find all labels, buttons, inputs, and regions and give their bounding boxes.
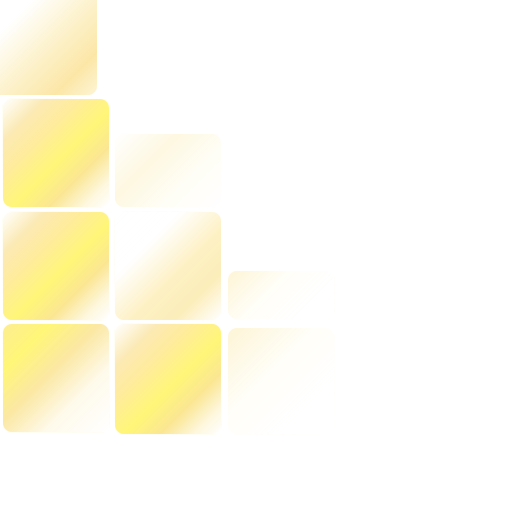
tile-r3-c2 bbox=[227, 327, 335, 435]
tile-r2-c1 bbox=[114, 211, 222, 321]
tile-r0-c0 bbox=[0, 0, 98, 96]
tile-r3-c0 bbox=[2, 323, 110, 433]
tile-r1-c1 bbox=[114, 133, 222, 208]
tile-r1-c0 bbox=[2, 98, 110, 208]
tile-r3-c1 bbox=[114, 323, 222, 435]
tile-r2-c0 bbox=[2, 211, 110, 321]
tile-r2-c2 bbox=[227, 270, 335, 320]
